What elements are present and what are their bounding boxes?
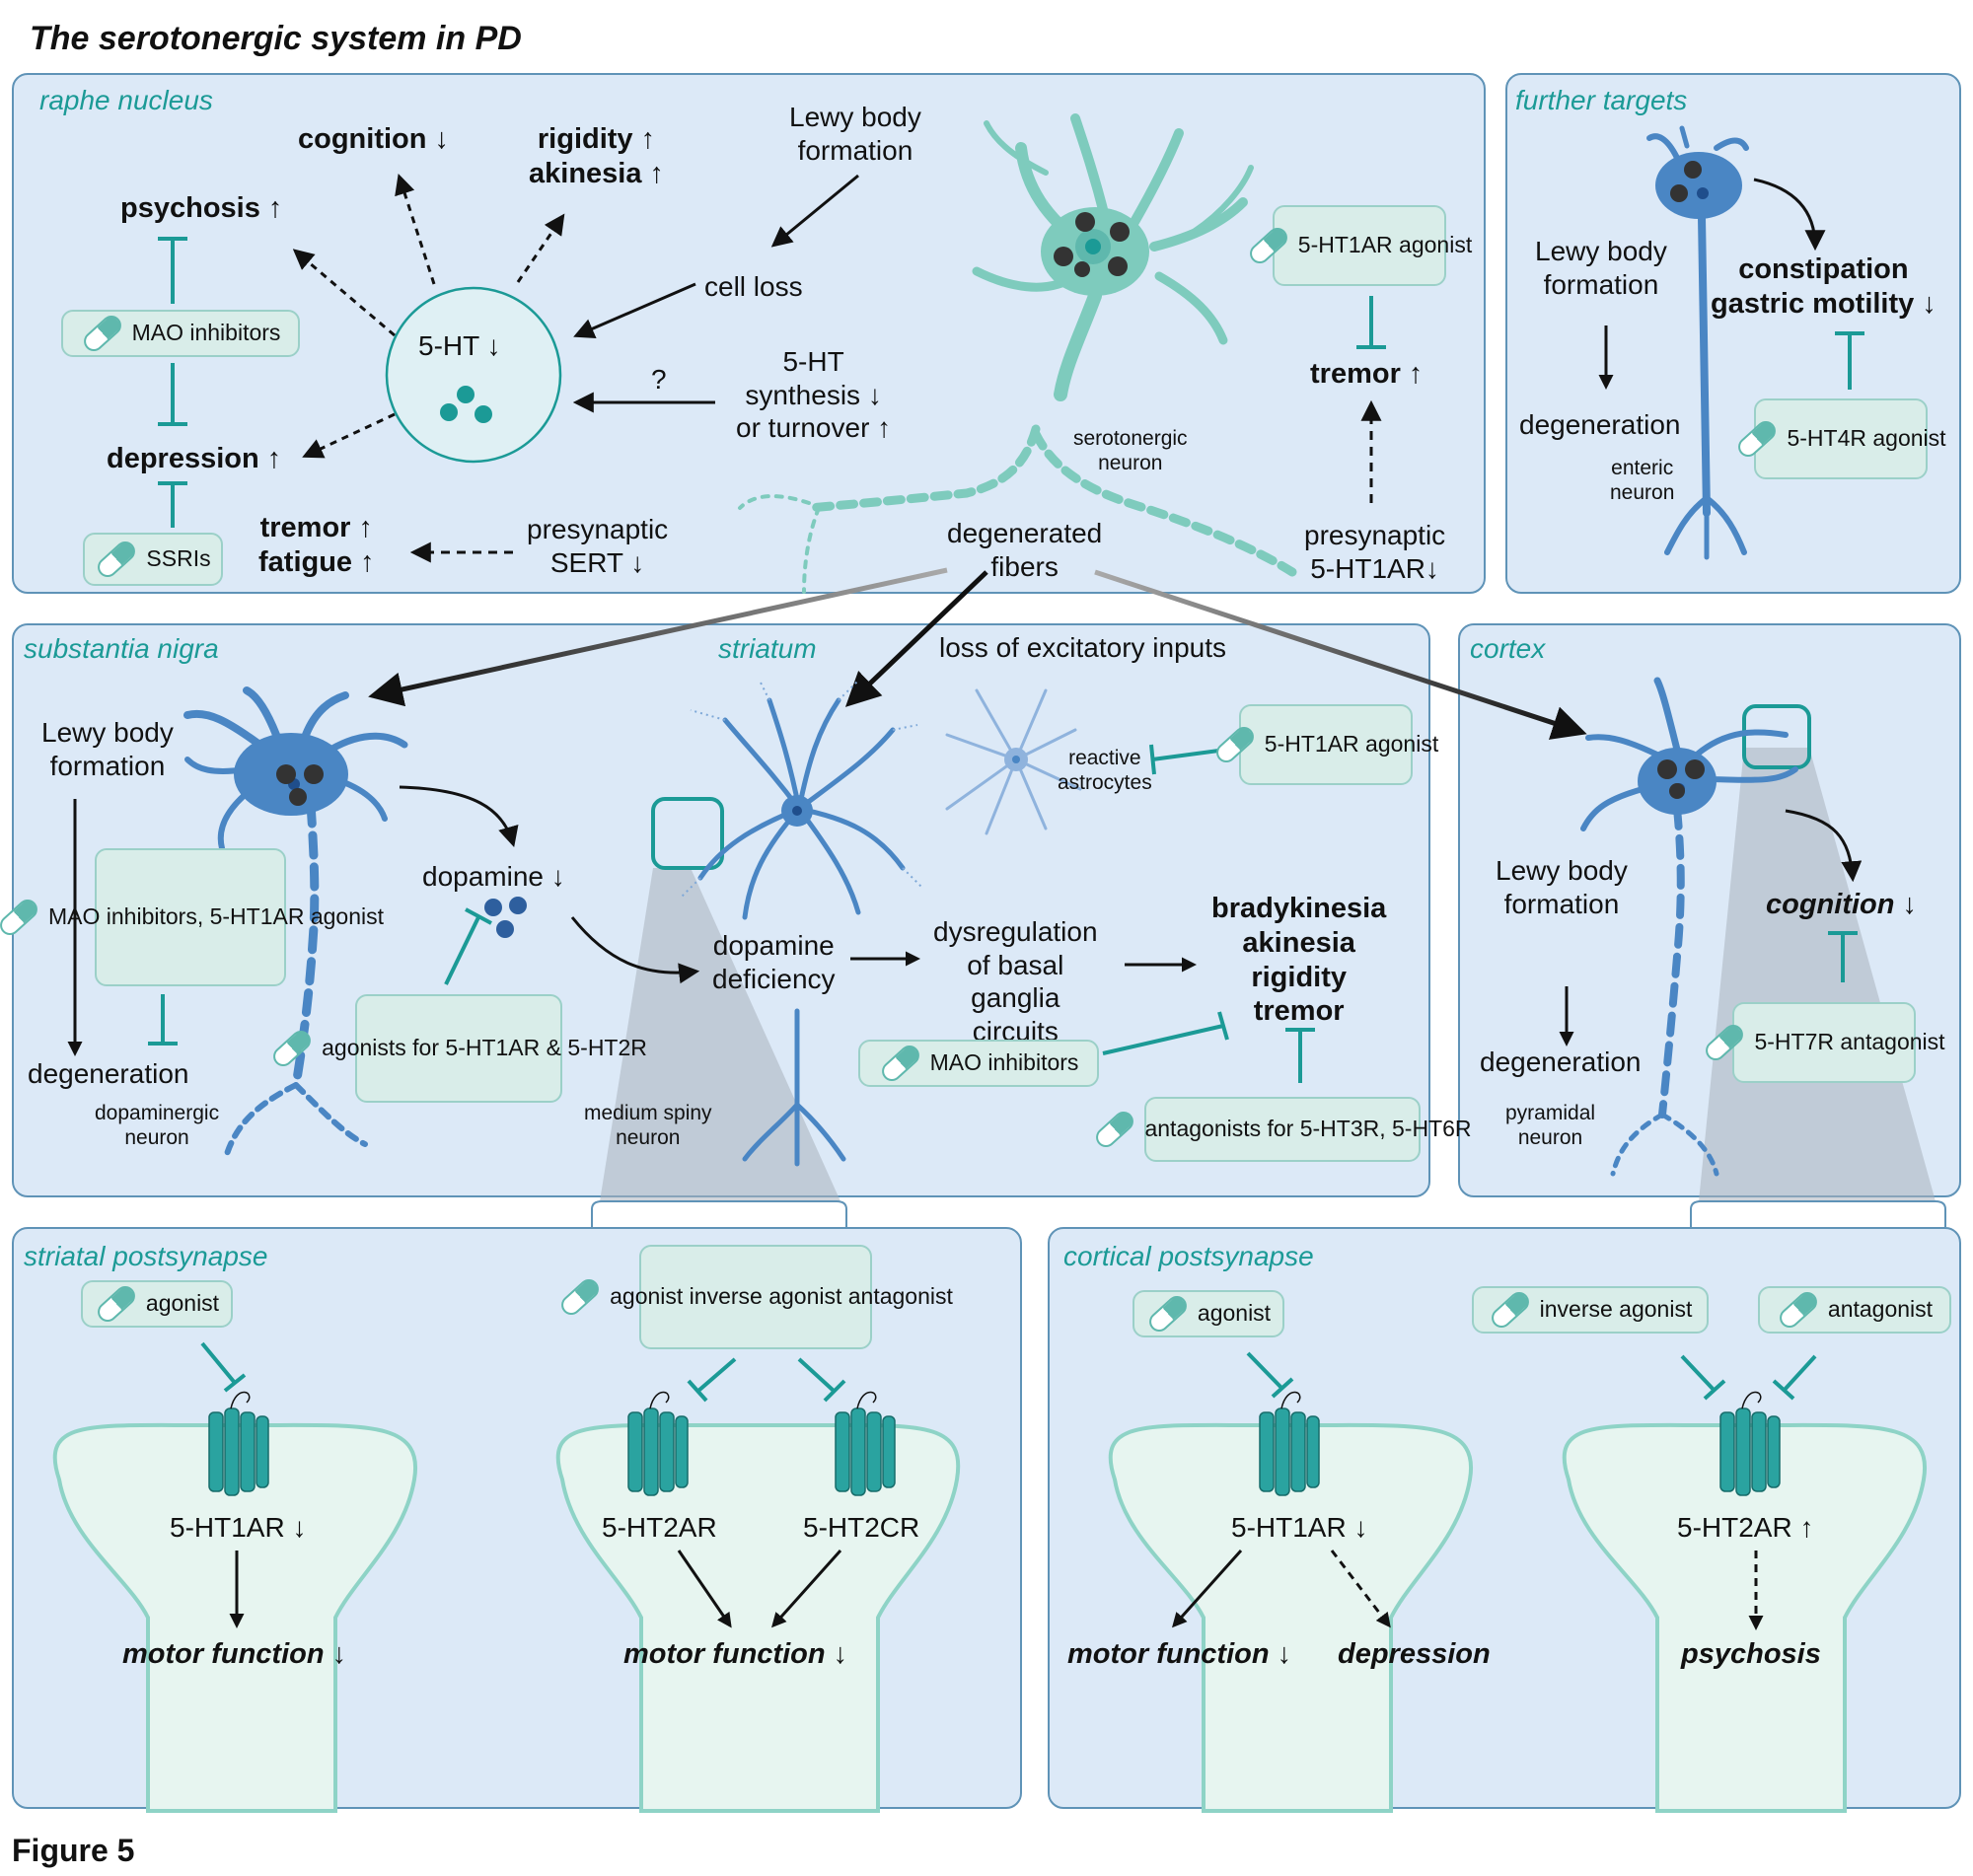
zoom-box-striatum — [651, 797, 724, 870]
label-depression: depression ↑ — [107, 443, 282, 474]
drug-agonist-inverse-antagonist-striatal: agonist inverse agonist antagonist — [557, 1245, 953, 1349]
label-motor-symptoms: bradykinesia akinesia rigidity tremor — [1211, 893, 1387, 1028]
drug-5ht1ar-agonist-striatum: 5-HT1AR agonist — [1211, 704, 1438, 785]
label-lewy-nigra: Lewy body formation — [41, 717, 174, 781]
page-title: The serotonergic system in PD — [30, 20, 522, 57]
label-presynaptic-sert: presynaptic SERT ↓ — [527, 514, 669, 578]
label-dopamine: dopamine ↓ — [422, 861, 565, 892]
label-presynaptic-5ht1ar: presynaptic 5-HT1AR↓ — [1304, 520, 1446, 584]
zoom-cone-striatum — [600, 868, 840, 1201]
label-lewy-cortex: Lewy body formation — [1496, 855, 1628, 919]
drug-agonists-5ht1ar-5ht2r: agonists for 5-HT1AR & 5-HT2R — [269, 994, 647, 1103]
reactive-astrocyte — [945, 688, 1082, 835]
label-5ht: 5-HT ↓ — [418, 330, 501, 361]
panel-title-substantia-nigra: substantia nigra — [24, 633, 219, 664]
label-degeneration-nigra: degeneration — [28, 1058, 189, 1089]
label-5ht-synthesis: 5-HT synthesis ↓ or turnover ↑ — [736, 346, 892, 444]
drug-5ht1ar-agonist-raphe: 5-HT1AR agonist — [1245, 205, 1472, 286]
label-enteric-neuron: enteric neuron — [1610, 457, 1675, 505]
lewy-bodies-raphe — [1054, 212, 1130, 277]
label-motor-function-striatal-right: motor function ↓ — [623, 1638, 848, 1670]
label-reactive-astrocytes: reactive astrocytes — [1058, 747, 1152, 795]
drug-5ht7r-antagonist: 5-HT7R antagonist — [1702, 1002, 1945, 1083]
drug-inverse-agonist-cortical: inverse agonist — [1472, 1286, 1709, 1334]
label-lewy-raphe: Lewy body formation — [789, 102, 921, 166]
label-dysregulation-basal-ganglia: dysregulation of basal ganglia circuits — [933, 916, 1098, 1046]
label-5ht2ar-cortical: 5-HT2AR ↑ — [1677, 1512, 1814, 1543]
label-5ht1ar-striatal: 5-HT1AR ↓ — [170, 1512, 307, 1543]
label-pyramidal-neuron: pyramidal neuron — [1505, 1102, 1596, 1150]
label-tremor-fatigue: tremor ↑ fatigue ↑ — [258, 512, 375, 578]
label-degeneration-further: degeneration — [1519, 409, 1681, 440]
label-question: ? — [651, 364, 667, 395]
label-degenerated-fibers: degenerated fibers — [947, 518, 1103, 582]
label-cognition-cortex: cognition ↓ — [1766, 889, 1918, 920]
pill-icon — [1487, 1287, 1533, 1333]
label-medium-spiny-neuron: medium spiny neuron — [584, 1102, 712, 1150]
connector-striatal — [591, 1200, 847, 1227]
label-serotonergic-neuron: serotonergic neuron — [1073, 427, 1188, 475]
label-depression-cortical: depression — [1338, 1638, 1491, 1670]
zoom-box-cortex — [1742, 704, 1811, 769]
label-tremor-raphe: tremor ↑ — [1310, 358, 1424, 390]
medium-spiny-neuron — [697, 697, 906, 1167]
label-rigidity-akinesia: rigidity ↑ akinesia ↑ — [529, 123, 665, 189]
zoom-cone-cortex — [1699, 748, 1936, 1201]
pill-icon — [1144, 1291, 1191, 1336]
panel-title-striatal-postsynapse: striatal postsynapse — [24, 1241, 268, 1271]
postsynaptic-spines — [52, 1422, 1928, 1813]
drug-antagonist-cortical: antagonist — [1758, 1286, 1951, 1334]
pill-icon — [1775, 1287, 1821, 1333]
label-cell-loss: cell loss — [704, 271, 803, 302]
drug-5ht4r-agonist: 5-HT4R agonist — [1734, 398, 1946, 479]
label-constipation: constipation gastric motility ↓ — [1711, 253, 1936, 320]
label-psychosis-cortical: psychosis — [1681, 1638, 1821, 1670]
drug-mao-inhibitors-raphe: MAO inhibitors — [61, 310, 300, 357]
drug-ssris: SSRIs — [83, 533, 223, 586]
receptor-icons — [208, 1391, 1781, 1496]
drug-agonist-cortical: agonist — [1133, 1290, 1284, 1337]
panel-title-cortex: cortex — [1470, 633, 1546, 664]
panel-title-further-targets: further targets — [1515, 85, 1688, 115]
drug-mao-5ht1ar-nigra: MAO inhibitors, 5-HT1AR agonist — [0, 848, 384, 986]
panel-title-striatum: striatum — [718, 633, 817, 664]
label-psychosis: psychosis ↑ — [120, 192, 283, 224]
label-dopamine-deficiency: dopamine deficiency — [712, 930, 836, 994]
connector-cortical — [1690, 1200, 1946, 1227]
panel-further-targets — [1505, 73, 1961, 594]
drug-agonist-striatal: agonist — [81, 1280, 233, 1328]
label-lewy-further: Lewy body formation — [1535, 236, 1667, 300]
label-cognition: cognition ↓ — [298, 123, 450, 155]
panel-title-cortical-postsynapse: cortical postsynapse — [1063, 1241, 1314, 1271]
pill-icon — [93, 1281, 139, 1327]
drug-mao-inhibitors-striatum: MAO inhibitors — [858, 1040, 1099, 1087]
label-motor-function-cortical: motor function ↓ — [1067, 1638, 1292, 1670]
pill-icon — [94, 537, 140, 582]
label-5ht1ar-cortical: 5-HT1AR ↓ — [1231, 1512, 1368, 1543]
pill-icon — [79, 311, 125, 356]
dopaminergic-neuron — [183, 686, 408, 1157]
label-5ht2cr-striatal: 5-HT2CR — [803, 1512, 920, 1543]
label-motor-function-striatal-left: motor function ↓ — [122, 1638, 347, 1670]
label-dopaminergic-neuron: dopaminergic neuron — [95, 1102, 220, 1150]
label-loss-excitatory-inputs: loss of excitatory inputs — [939, 632, 1227, 663]
label-5ht2ar-striatal: 5-HT2AR — [602, 1512, 717, 1543]
pill-icon — [877, 1041, 923, 1086]
panel-title-raphe: raphe nucleus — [39, 85, 213, 115]
label-degeneration-cortex: degeneration — [1480, 1046, 1642, 1077]
figure-label: Figure 5 — [12, 1833, 135, 1868]
drug-antagonists-5ht3r-5ht6r: antagonists for 5-HT3R, 5-HT6R — [1092, 1097, 1472, 1162]
serotonin-pool — [385, 286, 562, 464]
